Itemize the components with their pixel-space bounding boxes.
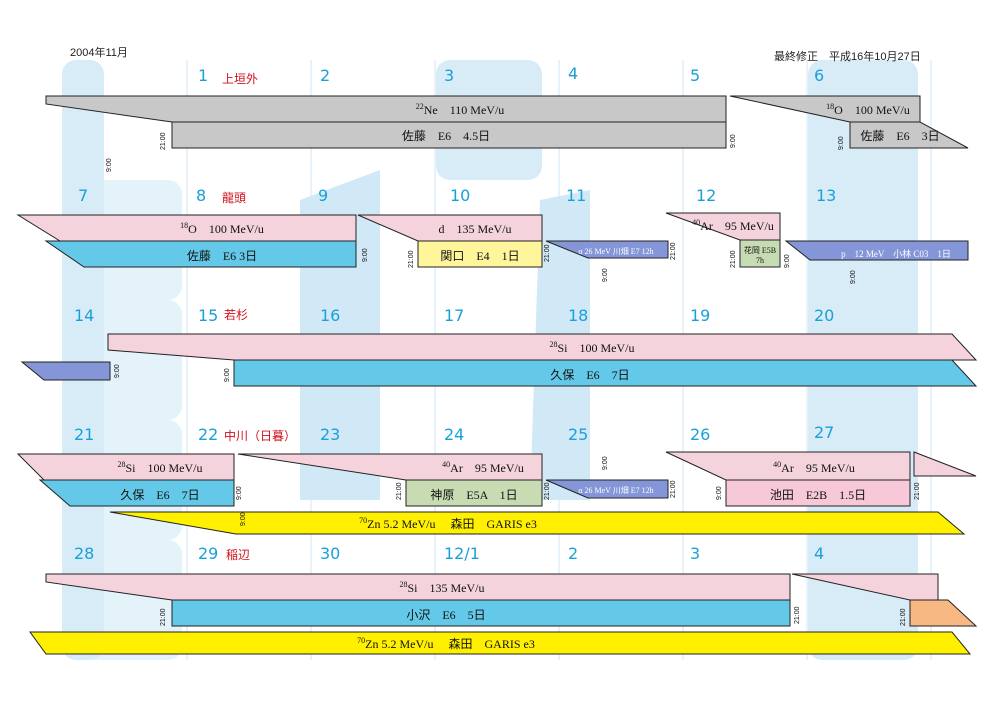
day-number: 2 — [568, 544, 579, 563]
time-marker: 9:00 — [236, 486, 243, 500]
day-number: 10 — [450, 186, 471, 205]
time-marker: 9:00 — [602, 456, 609, 470]
day-number: 28 — [74, 544, 95, 563]
day-number: 11 — [566, 186, 587, 205]
day-number: 6 — [814, 66, 825, 85]
time-marker: 9:00 — [106, 158, 113, 172]
beam-si-user: 久保 E6 7日 — [550, 368, 630, 382]
duty-note: 龍頭 — [222, 191, 247, 205]
beam-si-energy: 28Si 135 MeV/u — [399, 580, 485, 595]
day-number: 30 — [320, 544, 341, 563]
beam-si-energy: 28Si 100 MeV/u — [117, 460, 203, 475]
day-number: 3 — [690, 544, 701, 563]
day-number: 21 — [74, 425, 95, 444]
beam-ar-duration: 7h — [756, 256, 764, 265]
duty-note: 上垣外 — [222, 72, 259, 86]
time-marker: 21:00 — [396, 482, 403, 500]
day-number: 24 — [444, 425, 465, 444]
beam-si-user: 小沢 E6 5日 — [406, 608, 486, 622]
time-marker: 9:00 — [730, 134, 737, 148]
beam-ar-energy: 40Ar 95 MeV/u — [692, 218, 774, 233]
time-marker: 9:00 — [240, 512, 247, 526]
duty-note: 中川（日暮） — [224, 429, 297, 443]
time-marker: 21:00 — [544, 244, 551, 262]
day-number: 29 — [198, 544, 219, 563]
time-marker: 9:00 — [224, 368, 231, 382]
beam-p-label: p 12 MeV 小林 C03 1日 — [841, 249, 951, 259]
row1-bars — [45, 95, 969, 149]
time-marker: 9:00 — [362, 248, 369, 262]
beam-ar-energy: 40Ar 95 MeV/u — [442, 460, 524, 475]
day-number: 17 — [444, 306, 465, 325]
day-number: 12 — [696, 186, 717, 205]
last-updated: 最終修正 平成16年10月27日 — [774, 51, 921, 63]
day-number: 20 — [814, 306, 835, 325]
time-marker: 21:00 — [670, 242, 677, 260]
beam-o-energy: 18O 100 MeV/u — [826, 102, 910, 117]
day-number: 1 — [198, 66, 209, 85]
beam-d-user: 関口 E4 1日 — [440, 249, 520, 263]
beam-alpha-label: α 26 MeV 川畑 E7 12h — [578, 486, 654, 495]
row5-bars — [29, 573, 978, 655]
time-marker: 21:00 — [914, 482, 921, 500]
day-number: 4 — [814, 544, 825, 563]
beam-ar-user: 花岡 E5B — [743, 246, 777, 255]
duty-note: 稲辺 — [226, 548, 251, 562]
day-number: 18 — [568, 306, 589, 325]
time-marker: 9:00 — [838, 136, 845, 150]
beam-ar-user: 池田 E2B 1.5日 — [769, 488, 867, 502]
day-number: 5 — [690, 66, 701, 85]
day-number: 7 — [78, 186, 89, 205]
day-number: 3 — [444, 66, 455, 85]
row3-bars — [20, 333, 978, 387]
time-marker: 9:00 — [784, 254, 791, 268]
time-marker: 9:00 — [716, 486, 723, 500]
time-marker: 9:00 — [602, 268, 609, 282]
day-number: 22 — [198, 425, 219, 444]
day-number: 13 — [816, 186, 837, 205]
beam-ar-user: 神原 E5A 1日 — [430, 488, 518, 502]
day-number: 14 — [74, 306, 95, 325]
day-number: 9 — [318, 186, 329, 205]
day-number: 27 — [814, 423, 835, 442]
time-marker: 21:00 — [160, 608, 167, 626]
day-number: 15 — [198, 306, 219, 325]
day-number: 25 — [568, 425, 589, 444]
day-number: 2 — [320, 66, 331, 85]
time-marker: 21:00 — [730, 250, 737, 268]
time-marker: 21:00 — [160, 132, 167, 150]
beam-d-energy: d 135 MeV/u — [438, 222, 512, 236]
day-number: 16 — [320, 306, 341, 325]
day-number: 26 — [690, 425, 711, 444]
beam-si-user: 久保 E6 7日 — [120, 488, 200, 502]
time-marker: 21:00 — [544, 482, 551, 500]
time-marker: 9:00 — [850, 270, 857, 284]
beam-ar-energy: 40Ar 95 MeV/u — [773, 460, 855, 475]
beam-zn-label: 70Zn 5.2 MeV/u 森田 GARIS e3 — [359, 516, 537, 531]
time-marker: 9:00 — [114, 364, 121, 378]
day-number: 19 — [690, 306, 711, 325]
duty-note: 若杉 — [224, 308, 249, 322]
day-number: 8 — [196, 186, 207, 205]
beam-si-energy: 28Si 100 MeV/u — [549, 340, 635, 355]
row2-bars — [16, 212, 969, 268]
time-marker: 21:00 — [900, 608, 907, 626]
beam-o-user: 佐藤 E6 3日 — [186, 249, 258, 263]
beam-zn-label: 70Zn 5.2 MeV/u 森田 GARIS e3 — [357, 636, 535, 651]
beam-alpha-label: α 26 MeV 川畑 E7 12h — [578, 247, 654, 256]
beam-ne-user: 佐藤 E6 4.5日 — [401, 129, 491, 143]
row4-bars — [16, 451, 977, 535]
month-title: 2004年11月 — [70, 47, 128, 59]
beam-o-user: 佐藤 E6 3日 — [860, 129, 940, 143]
day-number: 12/1 — [444, 544, 480, 563]
time-marker: 21:00 — [408, 250, 415, 268]
day-number: 23 — [320, 425, 341, 444]
day-number: 4 — [568, 64, 579, 83]
time-marker: 21:00 — [794, 606, 801, 624]
time-marker: 21:00 — [670, 480, 677, 498]
beam-o-energy: 18O 100 MeV/u — [180, 221, 264, 236]
beam-ne-energy: 22Ne 110 MeV/u — [415, 102, 505, 117]
